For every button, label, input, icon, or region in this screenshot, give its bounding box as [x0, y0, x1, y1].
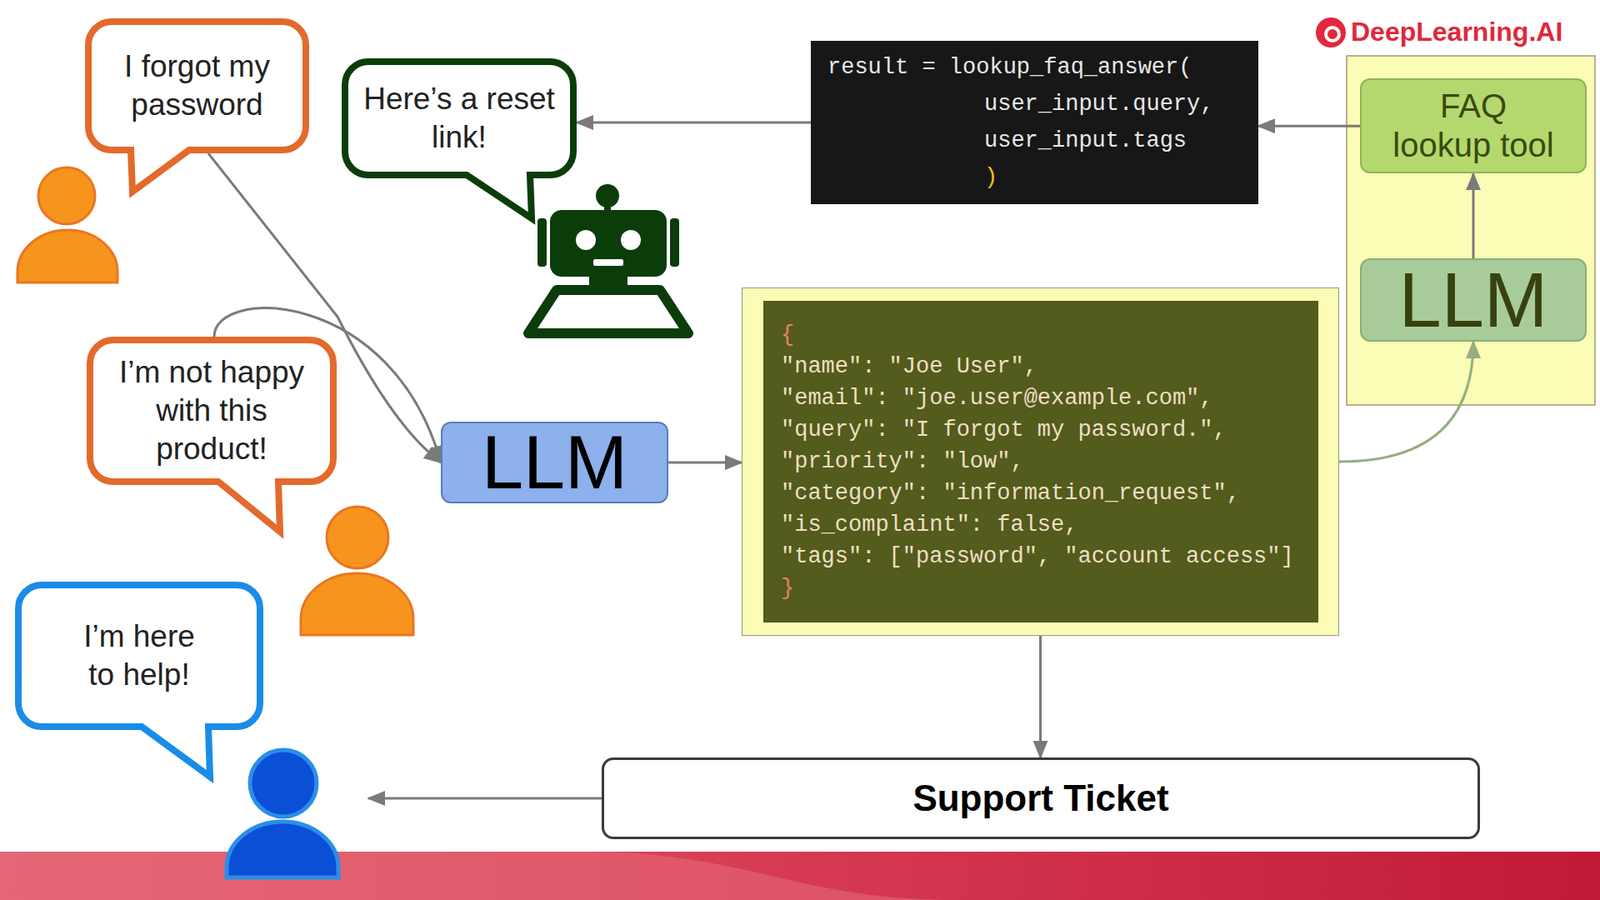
json-line: "is_complaint": false,: [780, 509, 1301, 541]
agent-body: [226, 821, 339, 878]
connector: [1339, 341, 1474, 462]
json-line: "query": "I forgot my password.",: [780, 414, 1301, 446]
bubble-text: I’m here to help!: [69, 617, 210, 695]
box-label: FAQ lookup tool: [1390, 86, 1557, 165]
code-line: result = lookup_faq_answer(: [827, 49, 1192, 86]
robot-ear: [537, 218, 547, 267]
person-body: [300, 573, 414, 635]
connector: [668, 461, 742, 465]
box-label: LLM: [1399, 261, 1549, 339]
code-panel: {"name": "Joe User","email": "joe.user@e…: [763, 300, 1319, 623]
json-line: }: [780, 572, 1301, 605]
json-line: {: [780, 319, 1301, 351]
code-line: user_input.query,: [984, 85, 1214, 123]
bubble-text: I’m not happy with this product!: [105, 353, 319, 470]
robot-eye: [620, 230, 641, 250]
agent-head: [250, 750, 317, 817]
handoff-arrow: [368, 797, 602, 800]
tool-box: FAQ lookup tool: [1360, 78, 1587, 174]
connector: [1472, 173, 1475, 259]
box-label: Support Ticket: [912, 777, 1169, 820]
speech-bubble-shape: [90, 340, 334, 532]
ticket-box: Support Ticket: [601, 757, 1480, 840]
robot-head: [550, 210, 667, 277]
json-line: "email": "joe.user@example.com",: [780, 382, 1301, 415]
bubble-text: I forgot my password: [103, 47, 291, 125]
connector: [576, 121, 811, 125]
robot-eye: [575, 230, 596, 250]
robot-antenna: [595, 184, 620, 208]
speech-bubble-shape: [18, 585, 260, 777]
llm-box: LLM: [440, 421, 669, 504]
speech-bubble: I’m not happy with this product!: [86, 336, 337, 485]
speech-bubble: I’m here to help!: [15, 581, 264, 730]
json-line: "name": "Joe User",: [780, 350, 1301, 383]
box-label: LLM: [481, 425, 628, 500]
connector: [1039, 635, 1042, 758]
json-box: {"name": "Joe User","email": "joe.user@e…: [741, 287, 1340, 636]
code-line: user_input.tags: [984, 122, 1187, 160]
logo-text: DeepLearning.AI: [1350, 16, 1563, 48]
json-line: "category": "information_request",: [780, 477, 1301, 510]
connector: [1258, 125, 1360, 128]
bubble-text: Here’s a reset link!: [360, 80, 559, 158]
llm-box: LLM: [1360, 258, 1587, 342]
speech-bubble: Here’s a reset link!: [341, 58, 577, 179]
tool-panel: [1346, 55, 1595, 405]
code-line: ): [984, 159, 998, 196]
person-head: [38, 167, 95, 225]
robot-body: [528, 290, 689, 334]
code-box: result = lookup_faq_answer(user_input.qu…: [810, 40, 1259, 205]
logo-mark-inner: [1325, 27, 1340, 41]
speech-bubble: I forgot my password: [85, 18, 310, 154]
speech-bubble-shape: [88, 21, 306, 192]
person-head: [326, 506, 389, 569]
speech-bubble-shape: [345, 61, 574, 219]
robot-mouth: [593, 259, 624, 266]
json-line: "priority": "low",: [780, 445, 1301, 478]
robot-ear: [670, 218, 680, 267]
json-line: "tags": ["password", "account access"]: [780, 540, 1301, 573]
logo-mark: [1315, 17, 1346, 48]
footer-wave: [0, 851, 959, 900]
person-body: [17, 230, 118, 283]
